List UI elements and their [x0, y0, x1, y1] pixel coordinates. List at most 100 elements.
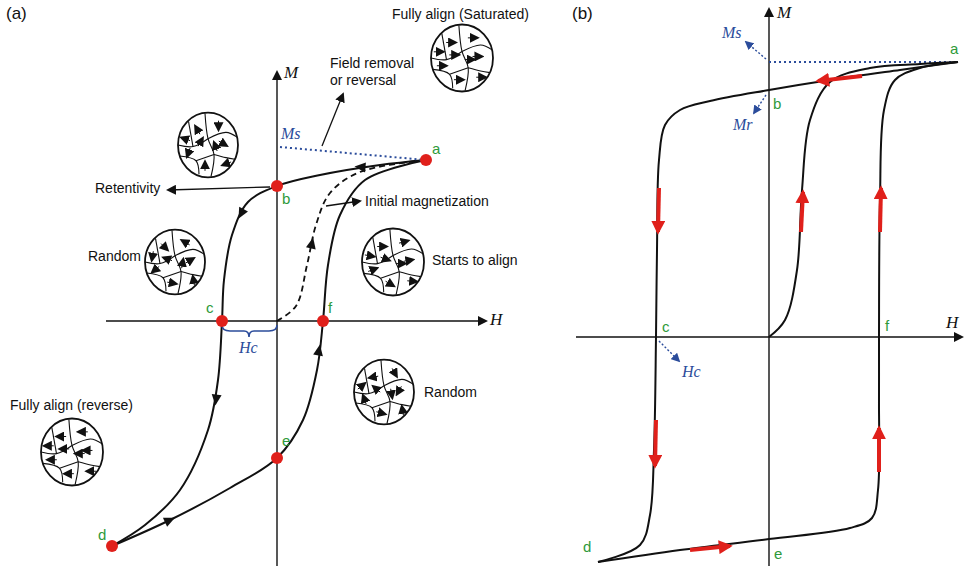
moment-arrow — [454, 79, 464, 80]
grain-boundary — [180, 156, 200, 174]
moment-arrow — [402, 406, 404, 415]
moment-arrow — [449, 54, 459, 55]
direction-arrow — [818, 76, 862, 81]
grain-boundary — [156, 238, 161, 263]
descending-branch — [598, 62, 958, 562]
curve-arrowhead — [210, 394, 221, 406]
point-letter: c — [662, 318, 670, 335]
grain-boundary — [147, 273, 167, 291]
moment-arrow — [163, 257, 172, 260]
curve-arrowhead — [234, 207, 248, 221]
point-letter: b — [773, 95, 781, 112]
moment-arrow — [218, 121, 219, 131]
grain-boundary — [78, 462, 100, 467]
annotation: Field removal or reversal — [330, 55, 430, 89]
grain-boundary — [196, 154, 214, 160]
grain-boundary — [72, 439, 102, 446]
state-caption: Random — [88, 248, 141, 265]
moment-arrow — [473, 56, 483, 57]
moment-arrow — [198, 138, 203, 146]
direction-arrow — [690, 546, 730, 550]
grain-boundary — [462, 45, 492, 52]
point-marker — [271, 180, 283, 192]
moment-arrow — [368, 268, 377, 271]
drawing — [41, 9, 962, 566]
grain-boundary — [450, 68, 469, 75]
state-caption: Fully align (reverse) — [10, 397, 133, 414]
point-letter: d — [98, 526, 106, 543]
quantity-symbol: Hc — [682, 363, 701, 380]
moment-arrow — [476, 77, 486, 78]
moment-arrow — [59, 448, 69, 449]
grain-boundary — [365, 368, 370, 393]
leader-line — [326, 201, 360, 206]
curve-arrowhead — [306, 237, 318, 250]
moment-arrow — [396, 263, 406, 264]
moment-arrow — [365, 255, 375, 257]
moment-arrow — [397, 386, 402, 394]
grain-boundary — [468, 68, 490, 73]
grain-boundary — [384, 379, 413, 385]
quantity-symbol: Hc — [239, 339, 258, 356]
grain-boundary — [399, 272, 421, 277]
grain-boundary — [459, 25, 468, 90]
curve-arrowhead — [163, 513, 177, 527]
moment-arrow — [64, 473, 74, 474]
moment-arrow — [437, 65, 447, 66]
grain-boundary — [373, 238, 378, 264]
moment-arrow — [407, 280, 417, 282]
ascending-branch — [598, 62, 958, 562]
moment-arrow — [404, 260, 414, 262]
leader-line — [746, 42, 766, 59]
grain-boundary — [205, 114, 214, 177]
grain-outline — [362, 229, 424, 296]
grain-boundary — [43, 463, 63, 482]
point-marker — [420, 154, 432, 166]
moment-arrow — [468, 37, 478, 38]
point-letter: e — [282, 432, 290, 449]
moment-arrow — [377, 246, 387, 247]
grain-outline — [178, 113, 238, 178]
point-marker — [271, 452, 283, 464]
axis-label: H — [946, 314, 958, 331]
panel-letter: (a) — [6, 4, 27, 24]
annotation: Retentivity — [95, 180, 160, 197]
moment-arrow — [181, 137, 190, 140]
moment-arrow — [369, 376, 378, 378]
domain-grain — [354, 360, 414, 425]
moment-arrow — [167, 282, 176, 284]
moment-arrow — [75, 453, 85, 454]
moment-arrow — [152, 266, 159, 272]
grain-boundary — [163, 271, 181, 277]
leader-line — [659, 341, 679, 361]
point-marker — [317, 315, 329, 327]
point-letter: a — [432, 140, 440, 157]
point-marker — [216, 315, 228, 327]
grain-boundary — [60, 462, 79, 469]
moment-arrow — [182, 259, 184, 268]
moment-arrow — [465, 59, 475, 60]
axis-label: M — [284, 64, 298, 81]
moment-arrow — [214, 142, 217, 151]
domain-grain — [362, 229, 424, 296]
grain-outline — [431, 25, 493, 92]
moment-arrow — [78, 431, 88, 432]
grain-boundary — [356, 403, 376, 421]
grain-boundary — [52, 428, 57, 454]
initial-curve — [769, 62, 958, 337]
moment-arrow — [44, 445, 54, 446]
direction-arrow — [877, 428, 881, 472]
panel-letter: (b) — [572, 4, 593, 24]
direction-arrow — [658, 188, 659, 232]
point-marker — [106, 540, 118, 552]
grain-outline — [354, 360, 414, 425]
leader-line — [168, 187, 270, 190]
point-letter: a — [950, 40, 958, 57]
axis-label: H — [490, 311, 502, 328]
grain-boundary — [69, 419, 78, 484]
grain-boundary — [381, 272, 400, 279]
state-caption: Random — [424, 384, 477, 401]
direction-arrow — [655, 420, 656, 466]
